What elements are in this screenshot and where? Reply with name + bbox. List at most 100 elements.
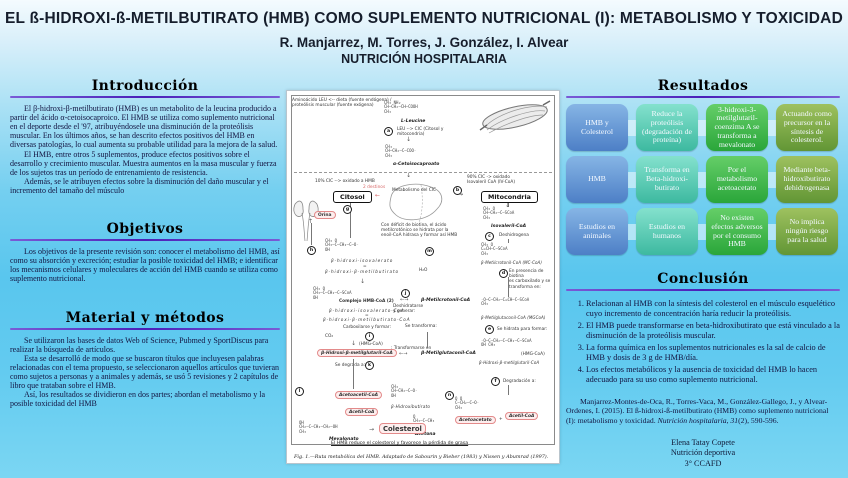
figure-label-hiv-coa: β-hidroxi-isovalerato-CoA — [329, 308, 405, 313]
figure-destinos-note: 2 destinos — [363, 185, 386, 190]
figure-label-liver: Metabolismo del CIC — [392, 188, 437, 193]
figure-frame — [291, 95, 555, 445]
author-credit: Elena Tatay Copete Nutrición deportiva 3… — [566, 438, 840, 470]
figure-label-mevalonato: Mevalonato — [329, 437, 359, 442]
figure-right-branch: 90% CIC -> oxidado Isovaleril CoA (IV-Co… — [467, 175, 516, 186]
arrow-down-icon: ↓ — [406, 136, 412, 143]
connector — [698, 223, 706, 240]
heading-underline — [566, 96, 840, 98]
figure-label-mg-coa: β-Metilglutaconil-CoA (MGCoA) — [481, 315, 546, 320]
arrow-both-icon: ←→ — [400, 297, 409, 303]
conclusion-item: El HMB puede transformarse en beta-hidro… — [586, 321, 840, 341]
credit-name: Elena Tatay Copete — [671, 437, 735, 447]
arrow-right-icon: → — [458, 191, 464, 198]
figure-step-a-text: LEU --> CIC (Citosol y mitocondria) — [397, 127, 444, 138]
divider-dashed-line — [294, 172, 552, 173]
figure-label-mc-coa-bold: β-Metilcrotonil-CoA — [421, 298, 471, 303]
result-cell: Actuando como precursor en la síntesis d… — [776, 104, 838, 151]
arrow-left-icon: ← — [375, 192, 381, 199]
section-heading-conclusion: Conclusión — [657, 271, 749, 287]
conclusion-list: Relacionan al HMB con la síntesis del co… — [566, 299, 840, 385]
figure-e-note: Se hidrata para formar: — [497, 327, 548, 332]
conclusion-item: Relacionan al HMB con la síntesis del co… — [586, 299, 840, 319]
results-row: HMB y Colesterol Reduce la proteólisis (… — [566, 104, 840, 151]
connector — [698, 119, 706, 136]
figure-label-mc-coa: β-Metilcrotonil-CoA (MC-CoA) — [481, 260, 543, 265]
result-cell: Transforma en Beta-hidroxi-butirato — [636, 156, 698, 203]
kidneys-illustration — [291, 197, 321, 243]
figure-hmg-r-tag: (HMG-CoA) — [521, 352, 545, 357]
arrow-down-icon: ↓ — [505, 202, 511, 209]
step-circle-m: m — [425, 247, 434, 256]
connector — [698, 171, 706, 188]
step-circle-j: j — [401, 289, 410, 298]
figure-struct-mevalonato: OH CH₂–C–CH₂–CH₂–OH CH₃ — [299, 420, 338, 434]
result-cell: Por el metabolismo acetoacetato — [706, 156, 768, 203]
result-cell: HMB y Colesterol — [566, 104, 628, 151]
citation-text: Manjarrez-Montes-de-Oca, R., Torres-Vaca… — [566, 396, 829, 425]
figure-carbox-note: Carboxilarse y formar: — [343, 325, 391, 330]
section-heading-resultados: Resultados — [657, 78, 749, 94]
figure-struct-leucine: CH₃ NH₂ CH–CH₂–CH–COOH CH₃ — [384, 100, 418, 114]
figure-d-note: En presencia de biotina es carboxilado y… — [509, 269, 551, 290]
poster-header: EL ß-HIDROXI-ß-METILBUTIRATO (HMB) COMO … — [0, 0, 848, 66]
results-row: Estudios en animales Estudios en humanos… — [566, 208, 840, 255]
figure-left-branch: 10% CIC --> oxidado a HMB — [315, 179, 375, 184]
arrow-down-icon: ↓ — [351, 340, 357, 347]
result-cell: HMB — [566, 156, 628, 203]
connector-line — [508, 277, 509, 297]
figure-struct-bhb: CH₃ CH–CH₂–C–O⁻ OH — [391, 384, 418, 398]
step-circle-g: g — [343, 205, 352, 214]
arrow-both-icon: ←→ — [399, 351, 408, 357]
liver-illustration — [385, 179, 449, 227]
left-column: Introducción El β-hidroxi-β-metilbutirat… — [10, 78, 280, 408]
connector — [628, 223, 636, 240]
muscle-illustration — [479, 97, 551, 137]
figure-label-h2o: H₂O — [419, 268, 428, 273]
figure-label-cic: α-Cetoisocaproato — [393, 162, 440, 167]
results-row: HMB Transforma en Beta-hidroxi-butirato … — [566, 156, 840, 203]
result-cell: No implica ningún riesgo para la salud — [776, 208, 838, 255]
connector-line — [427, 332, 428, 348]
connector — [768, 171, 776, 188]
figure-box-mitocondria: Mitocondria — [481, 191, 538, 203]
step-circle-e: e — [485, 325, 494, 334]
credit-course: Nutrición deportiva — [670, 448, 736, 458]
figure-equals: = — [363, 263, 367, 269]
citation-journal: Nutrición hospitalaria, 31 — [657, 415, 739, 425]
figure-j-note: Deshidratarse y generar: — [393, 304, 424, 315]
step-circle-l: l — [295, 387, 304, 396]
figure-caption: Fig. 1.—Ruta metabólica del HMB. Adaptad… — [294, 454, 549, 460]
connector — [628, 119, 636, 136]
figure-label-hmg-r: β-Hidroxi-β-metilglutaril-CoA — [479, 360, 540, 365]
heading-underline — [10, 96, 280, 98]
figure-m-note: Con déficit de biotina, el ácido metilcr… — [381, 223, 458, 239]
figure-struct-cic: CH₃ CH–CH₂–C–COO⁻ CH₃ — [385, 144, 417, 158]
material-paragraph: Se utilizaron las bases de datos Web of … — [10, 335, 269, 354]
citation-pages: (2), 590-596. — [738, 415, 779, 425]
figure-box-acetil-coa-2: Acetil-CoA — [505, 412, 539, 420]
figure-panel: Aminoácido LEU <-- dieta (fuente endógen… — [286, 90, 560, 464]
figure-box-colesterol: Colesterol — [379, 423, 426, 434]
figure-plus: + — [499, 417, 503, 422]
figure-box-orina: Orina — [314, 211, 336, 219]
figure-label-hmb-coa: β-hidroxi-β-metilbutirato-CoA — [323, 317, 411, 322]
step-circle-f: f — [491, 377, 500, 386]
objetivos-paragraph: Los objetivos de la presente revisión so… — [10, 247, 280, 284]
heading-underline — [10, 239, 280, 242]
connector — [768, 119, 776, 136]
figure-equals: = — [365, 312, 369, 318]
figure-box-hmg-main: β-Hidroxi-β-metilglutaril-CoA — [317, 349, 397, 357]
figure-transformarse: : Transformarse en — [391, 346, 432, 351]
result-cell: 3-hidroxi-3-metilglutaril-coenzima A se … — [706, 104, 768, 151]
section-heading-objetivos: Objetivos — [106, 221, 184, 238]
reference-citation: Manjarrez-Montes-de-Oca, R., Torres-Vaca… — [566, 397, 840, 426]
figure-struct-complejo: CH₃ O CH₃–C–CH₂–C–SCoA OH — [313, 286, 352, 300]
right-column: Resultados HMB y Colesterol Reduce la pr… — [566, 78, 840, 469]
arrow-right-icon: → — [369, 426, 375, 433]
connector — [768, 223, 776, 240]
arrow-down-icon: ↓ — [406, 172, 412, 179]
figure-bottom-note: El HMB reduce el colesterol y favorece l… — [331, 441, 469, 446]
figure-label-hiv: β-hidroxi-isovalerato — [331, 258, 394, 263]
step-circle-a: a — [384, 127, 393, 136]
